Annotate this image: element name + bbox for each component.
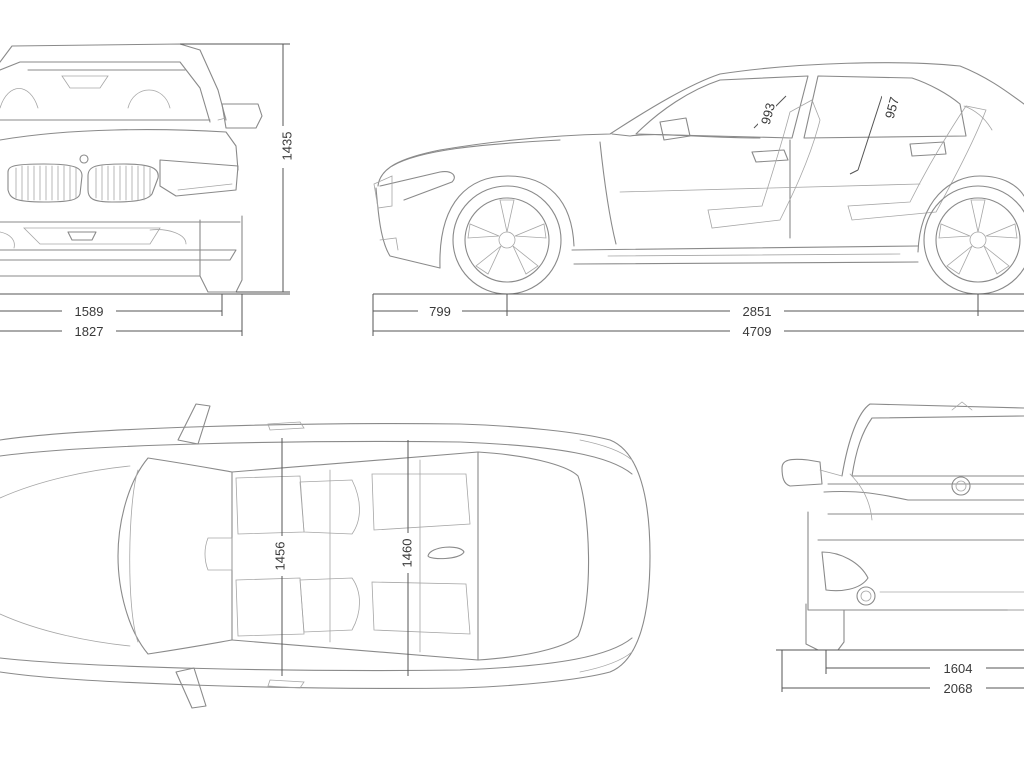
dim-front-headroom: 993 bbox=[758, 101, 778, 126]
rear-wheel bbox=[923, 185, 1024, 295]
dim-width-mirrors-rear: 2068 bbox=[944, 681, 973, 696]
front-wheel bbox=[452, 185, 562, 295]
dim-wheelbase: 2851 bbox=[743, 304, 772, 319]
rear-view-dimensions: 1604 2068 bbox=[776, 649, 1024, 696]
top-view-dimensions: 1456 1460 bbox=[272, 438, 417, 676]
rear-view bbox=[781, 401, 1024, 651]
dim-front-shoulder: 1456 bbox=[272, 542, 287, 571]
dim-front-track: 1589 bbox=[75, 304, 104, 319]
front-view-dimensions: 1435 1589 1827 bbox=[0, 43, 294, 339]
rear-brand-roundel-icon bbox=[951, 476, 971, 496]
dim-rear-track: 1604 bbox=[944, 661, 973, 676]
dim-length: 4709 bbox=[743, 324, 772, 339]
dim-rear-headroom: 957 bbox=[882, 95, 902, 120]
top-view bbox=[0, 403, 651, 709]
front-view bbox=[0, 43, 263, 293]
brand-roundel-icon bbox=[79, 154, 89, 164]
dim-front-height: 1435 bbox=[279, 132, 294, 161]
dim-width-mirrors-front: 1827 bbox=[75, 324, 104, 339]
dim-front-overhang: 799 bbox=[429, 304, 451, 319]
dim-rear-shoulder: 1460 bbox=[399, 539, 414, 568]
side-view bbox=[373, 62, 1024, 295]
grille-slats bbox=[15, 165, 151, 201]
top-view-seats bbox=[235, 473, 471, 637]
side-view-dimensions: 799 2851 4709 993 957 bbox=[372, 94, 1024, 339]
